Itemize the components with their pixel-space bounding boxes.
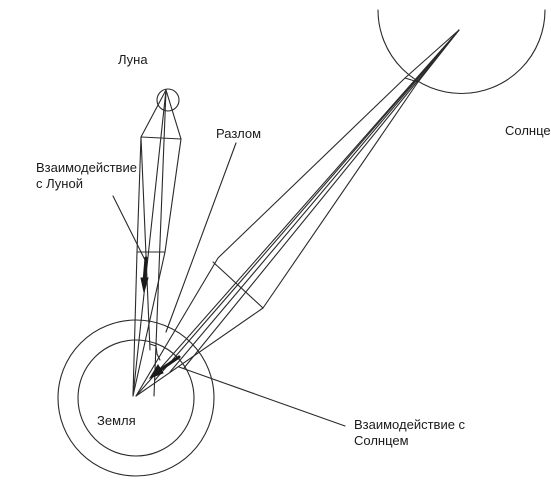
moon-interaction-pointer: [113, 196, 145, 260]
sun-interaction-label-line1: Взаимодействие с: [354, 417, 465, 433]
moon-envelope-line: [154, 90, 166, 396]
moon-interaction-label: Взаимодействие с Луной: [36, 160, 137, 192]
moon-envelope-line: [141, 137, 150, 350]
sun-envelope-line: [184, 30, 459, 368]
moon-interaction-label-line1: Взаимодействие: [36, 160, 137, 176]
sun-envelope-line: [170, 30, 459, 372]
fault-label: Разлом: [216, 126, 261, 142]
sun-circle: [378, 10, 545, 94]
earth-outer-circle: [58, 320, 214, 476]
moon-label: Луна: [118, 52, 148, 68]
sun-envelope-line: [155, 30, 459, 380]
sun-interaction-label-line2: Солнцем: [354, 433, 465, 449]
earth-label: Земля: [97, 413, 136, 429]
sun-label: Солнце: [505, 123, 551, 139]
moon-interaction-label-line2: с Луной: [36, 176, 137, 192]
sun-interaction-pointer: [179, 367, 345, 426]
sun-envelope-line: [136, 30, 459, 396]
sun-interaction-label: Взаимодействие с Солнцем: [354, 417, 465, 449]
